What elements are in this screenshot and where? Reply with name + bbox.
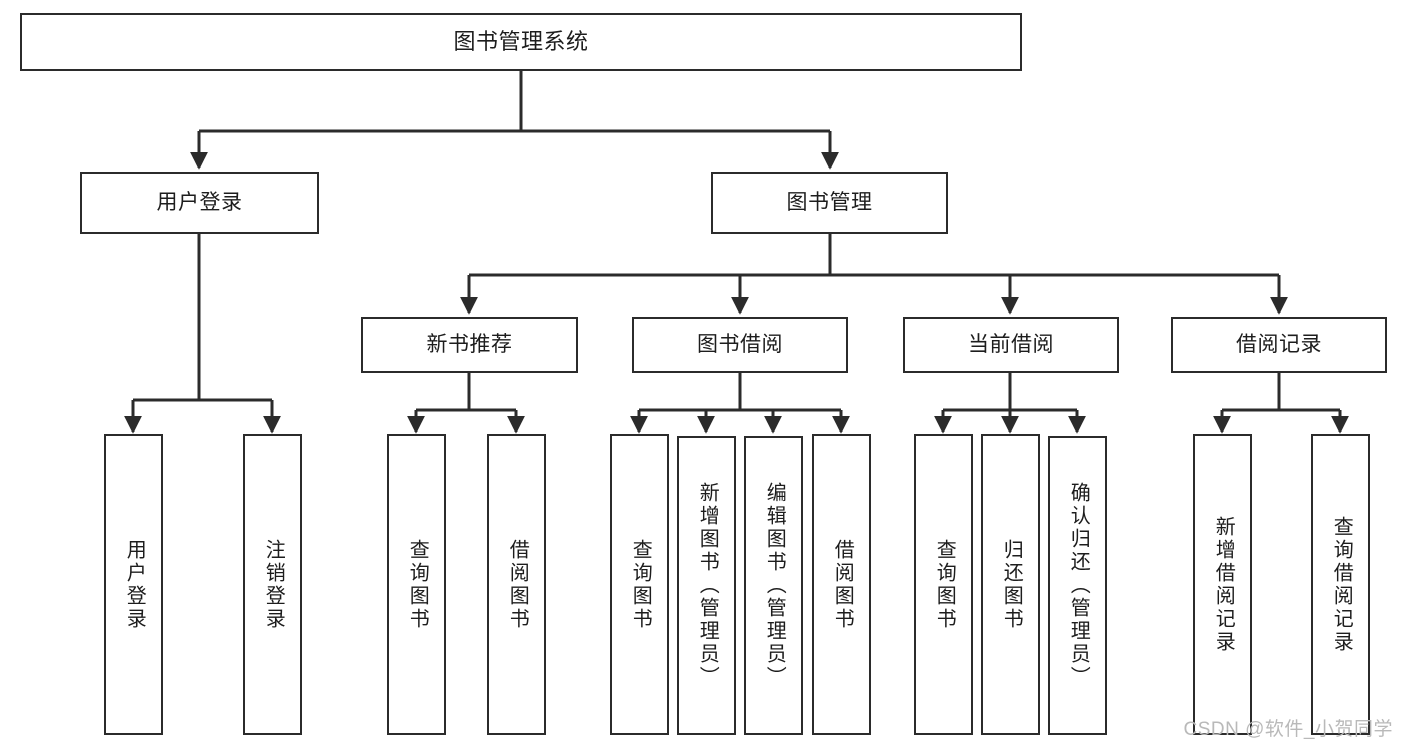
leaf-cb-query[interactable]: 查询图书: [914, 434, 973, 735]
node-label: 确认归还（管理员）: [1067, 482, 1090, 689]
node-label: 图书管理: [786, 191, 873, 215]
leaf-bb-edit[interactable]: 编辑图书（管理员）: [744, 436, 803, 735]
node-label: 用户登录: [156, 191, 243, 215]
leaf-br-add[interactable]: 新增借阅记录: [1193, 434, 1252, 735]
node-label: 编辑图书（管理员）: [763, 482, 786, 689]
node-label: 借阅记录: [1236, 333, 1322, 357]
node-label: 新增图书（管理员）: [696, 482, 719, 689]
leaf-bb-query[interactable]: 查询图书: [610, 434, 669, 735]
node-label: 图书管理系统: [453, 28, 589, 54]
node-new-book-rec[interactable]: 新书推荐: [361, 317, 578, 373]
node-label: 查询图书: [933, 538, 956, 631]
node-borrow-record[interactable]: 借阅记录: [1171, 317, 1387, 373]
leaf-user-logout[interactable]: 注销登录: [243, 434, 302, 735]
node-label: 借阅图书: [831, 538, 854, 631]
node-root-title[interactable]: 图书管理系统: [20, 13, 1022, 71]
node-label: 注销登录: [262, 538, 285, 631]
node-book-manage[interactable]: 图书管理: [711, 172, 948, 234]
leaf-br-query[interactable]: 查询借阅记录: [1311, 434, 1370, 735]
node-label: 查询借阅记录: [1330, 515, 1353, 654]
leaf-cb-confirm[interactable]: 确认归还（管理员）: [1048, 436, 1107, 735]
node-label: 用户登录: [123, 538, 146, 631]
node-label: 查询图书: [629, 538, 652, 631]
leaf-bb-add[interactable]: 新增图书（管理员）: [677, 436, 736, 735]
node-book-borrow[interactable]: 图书借阅: [632, 317, 848, 373]
node-label: 借阅图书: [506, 538, 529, 631]
leaf-user-login[interactable]: 用户登录: [104, 434, 163, 735]
node-user-login[interactable]: 用户登录: [80, 172, 319, 234]
leaf-cb-return[interactable]: 归还图书: [981, 434, 1040, 735]
csdn-watermark: CSDN @软件_小贺同学: [1183, 719, 1393, 740]
node-label: 归还图书: [1000, 538, 1023, 631]
node-current-borrow[interactable]: 当前借阅: [903, 317, 1119, 373]
leaf-bb-borrow[interactable]: 借阅图书: [812, 434, 871, 735]
node-label: 新增借阅记录: [1212, 515, 1235, 654]
node-label: 图书借阅: [697, 333, 783, 357]
node-label: 新书推荐: [426, 333, 513, 357]
node-label: 当前借阅: [968, 333, 1054, 357]
node-label: 查询图书: [406, 538, 429, 631]
leaf-rec-borrow[interactable]: 借阅图书: [487, 434, 546, 735]
leaf-rec-query[interactable]: 查询图书: [387, 434, 446, 735]
